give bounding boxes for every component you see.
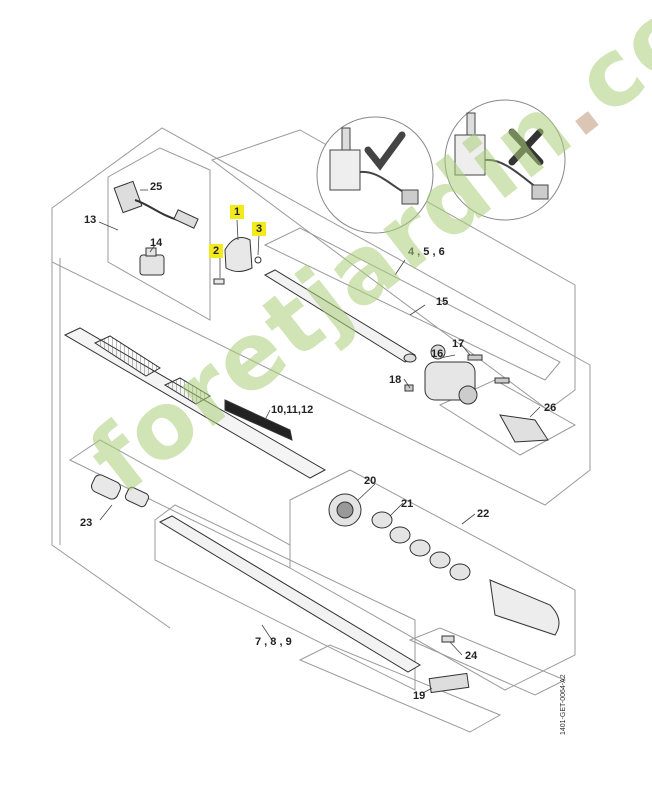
diagram-reference-code: 1401-GET-0064-A2 [560,674,567,735]
callout-24: 24 [465,650,478,662]
frame-lines [51,127,591,733]
gear-housing-part [424,344,478,405]
callout-3: 3 [252,222,267,236]
callout-2: 2 [209,244,224,258]
tube-part [263,269,417,363]
wiring-harness-part [113,180,199,229]
bushing-part [90,474,150,508]
callout-22: 22 [477,508,490,520]
check-mark-icon [364,131,406,171]
correct-installation-inset [316,116,434,234]
clamp-part [213,237,262,285]
callout-25: 25 [150,181,163,193]
gear-head-parts [328,493,560,636]
shaft-tube-part [63,327,327,479]
callout-17: 17 [452,338,465,350]
cross-mark-icon [508,128,544,166]
lower-shaft-part [158,515,421,673]
callout-13: 13 [84,214,97,226]
callout-16: 16 [431,348,444,360]
callout-7-8-9: 7 , 8 , 9 [255,636,292,648]
callout-23: 23 [80,517,93,529]
screw-part [404,354,510,392]
incorrect-installation-inset [444,99,566,221]
callout-1: 1 [230,205,245,219]
callout-10-11-12: 10,11,12 [271,404,314,416]
callout-21: 21 [401,498,414,510]
coupling-clamp-part [499,414,549,443]
callout-20: 20 [364,475,377,487]
callout-19: 19 [413,690,426,702]
leader-lines [98,189,541,694]
switch-part [139,247,165,276]
end-cap-part [428,635,470,694]
callout-15: 15 [436,296,449,308]
callout-4-5-6: 4 , 5 , 6 [408,246,445,258]
callout-14: 14 [150,237,163,249]
callout-18: 18 [389,374,402,386]
callout-26: 26 [544,402,557,414]
